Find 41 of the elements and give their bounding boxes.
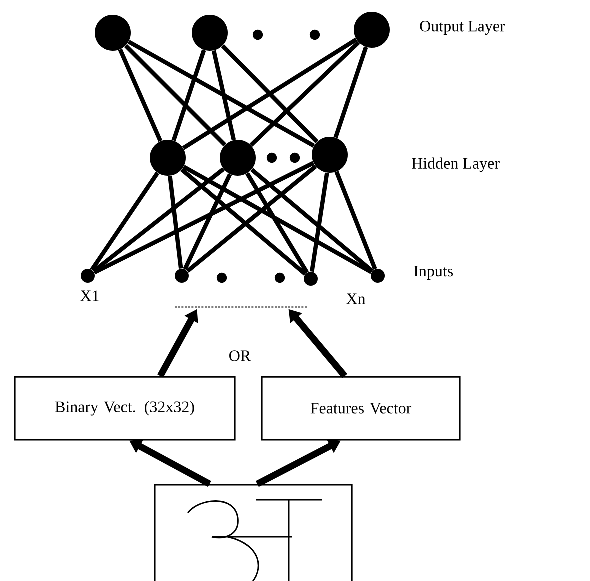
layer-label: Inputs bbox=[414, 266, 454, 280]
connection-line bbox=[186, 164, 318, 274]
connection-line bbox=[250, 41, 360, 147]
connection-line bbox=[212, 50, 236, 141]
connection-line bbox=[246, 172, 310, 274]
connection-line bbox=[310, 172, 330, 272]
input-label: X1 bbox=[80, 290, 99, 302]
connection-line bbox=[118, 48, 163, 142]
connection-line bbox=[250, 168, 374, 273]
neuron bbox=[81, 269, 95, 283]
input-label: Xn bbox=[346, 294, 366, 304]
neuron bbox=[192, 15, 228, 51]
layer-label: Output Layer bbox=[420, 20, 506, 36]
neuron bbox=[312, 137, 348, 173]
connection-line bbox=[334, 46, 368, 138]
connection-line bbox=[172, 50, 206, 142]
connection-line bbox=[94, 161, 315, 275]
neuron bbox=[175, 269, 189, 283]
text-box: Binary Vect. (32x32) bbox=[14, 376, 236, 441]
layer-label: OR bbox=[230, 350, 252, 362]
connection-line bbox=[90, 172, 160, 272]
neuron bbox=[304, 272, 318, 286]
text-box: Features Vector bbox=[261, 376, 461, 441]
neuron bbox=[95, 15, 131, 51]
connection-line bbox=[92, 168, 225, 274]
connection-line bbox=[124, 44, 227, 147]
connection-line bbox=[221, 44, 319, 144]
connection-line bbox=[182, 165, 373, 274]
connection-line bbox=[334, 171, 378, 270]
neuron bbox=[354, 12, 390, 48]
picture bbox=[154, 484, 353, 581]
neuron bbox=[220, 140, 256, 176]
connection-line bbox=[168, 176, 184, 270]
neuron bbox=[150, 140, 186, 176]
dotted-line bbox=[175, 306, 307, 308]
connection-line bbox=[183, 174, 232, 270]
neuron bbox=[371, 269, 385, 283]
connection-line bbox=[182, 38, 358, 150]
layer-label: Hidden Layer bbox=[412, 158, 500, 172]
connection-line bbox=[128, 40, 316, 148]
connection-line bbox=[180, 168, 307, 276]
